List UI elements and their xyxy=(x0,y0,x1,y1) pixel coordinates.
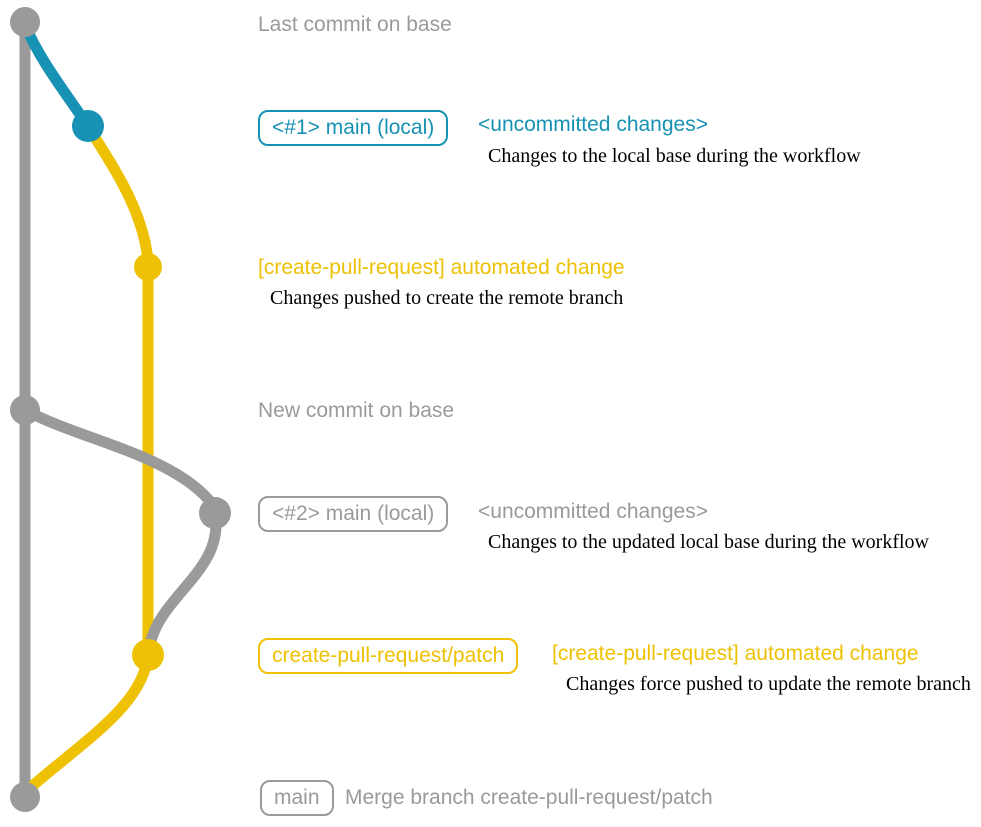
uncommitted-changes-caption-2: Changes to the updated local base during… xyxy=(488,531,929,553)
automated-change-title-2: [create-pull-request] automated change xyxy=(552,642,919,665)
automated-change-2-node xyxy=(132,639,164,671)
branch-badge-patch: create-pull-request/patch xyxy=(258,638,519,674)
uncommitted-1-curve xyxy=(19,19,94,132)
automated-change-title-1: [create-pull-request] automated change xyxy=(258,256,625,279)
git-graph xyxy=(10,7,231,812)
automated-change-caption-1: Changes pushed to create the remote bran… xyxy=(270,287,624,309)
uncommitted-2-curve xyxy=(19,404,219,511)
merge-commit-label: Merge branch create-pull-request/patch xyxy=(345,786,713,809)
uncommitted-changes-caption-1: Changes to the local base during the wor… xyxy=(488,145,861,167)
uncommitted-1-node xyxy=(72,110,104,142)
merge-commit-node xyxy=(10,782,40,812)
automated-change-1-node xyxy=(134,253,162,281)
new-commit-label: New commit on base xyxy=(258,399,455,422)
uncommitted-changes-title-2: <uncommitted changes> xyxy=(478,500,708,523)
merge-into-base-curve xyxy=(24,649,154,794)
automated-change-caption-2: Changes force pushed to update the remot… xyxy=(566,673,971,695)
branch-badge-main: main xyxy=(260,780,334,816)
last-commit-node xyxy=(10,7,40,37)
force-push-curve xyxy=(144,507,222,651)
uncommitted-2-node xyxy=(199,497,231,529)
branch-badge-main-local-2: <#2> main (local) xyxy=(258,496,449,532)
uncommitted-changes-title-1: <uncommitted changes> xyxy=(478,113,708,136)
new-commit-node xyxy=(10,395,40,425)
branch-badge-main-local-1: <#1> main (local) xyxy=(258,110,449,146)
last-commit-label: Last commit on base xyxy=(258,13,452,36)
patch-branch-curve xyxy=(82,120,154,266)
